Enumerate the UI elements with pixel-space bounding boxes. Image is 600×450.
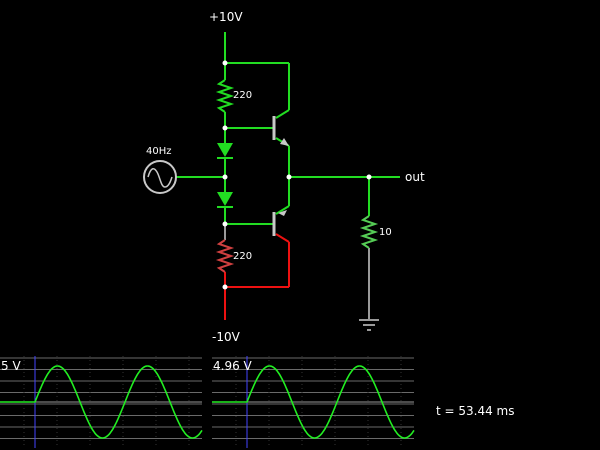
output-label: out (405, 170, 425, 184)
ground-icon[interactable] (359, 319, 379, 331)
diode-icon[interactable] (217, 192, 233, 208)
node-dot (222, 284, 228, 290)
wire-pnp-collector[interactable] (275, 233, 290, 243)
wire-npn-collector[interactable] (275, 109, 290, 119)
node-dot (366, 174, 372, 180)
scope-panel[interactable] (212, 356, 415, 448)
scope-waveform-trace (0, 365, 203, 439)
scope-panel[interactable] (0, 356, 203, 448)
time-readout: t = 53.44 ms (436, 404, 515, 418)
resistor-icon[interactable] (215, 239, 235, 273)
npn-transistor-icon[interactable] (272, 116, 289, 146)
scope-2-scale-label: 4.96 V (213, 359, 252, 373)
scope-1-scale-label: 5 V (1, 359, 21, 373)
scope-waveform-trace (212, 365, 415, 439)
node-dot (222, 125, 228, 131)
node-dot (222, 221, 228, 227)
r-bottom-value: 220 (233, 251, 253, 262)
pnp-transistor-icon[interactable] (272, 210, 287, 236)
node-dot (222, 174, 228, 180)
resistor-icon[interactable] (215, 79, 235, 113)
resistor-icon[interactable] (359, 215, 379, 249)
r-load-value: 10 (379, 227, 392, 238)
source-frequency-label: 40Hz (146, 146, 172, 157)
r-top-value: 220 (233, 90, 253, 101)
node-dot (222, 60, 228, 66)
diode-icon[interactable] (217, 143, 233, 159)
supply-top-label: +10V (209, 10, 243, 24)
sine-source-icon[interactable] (143, 160, 177, 194)
wire-pnp-emitter[interactable] (275, 205, 290, 215)
node-dot (286, 174, 292, 180)
supply-bottom-label: -10V (212, 330, 240, 344)
